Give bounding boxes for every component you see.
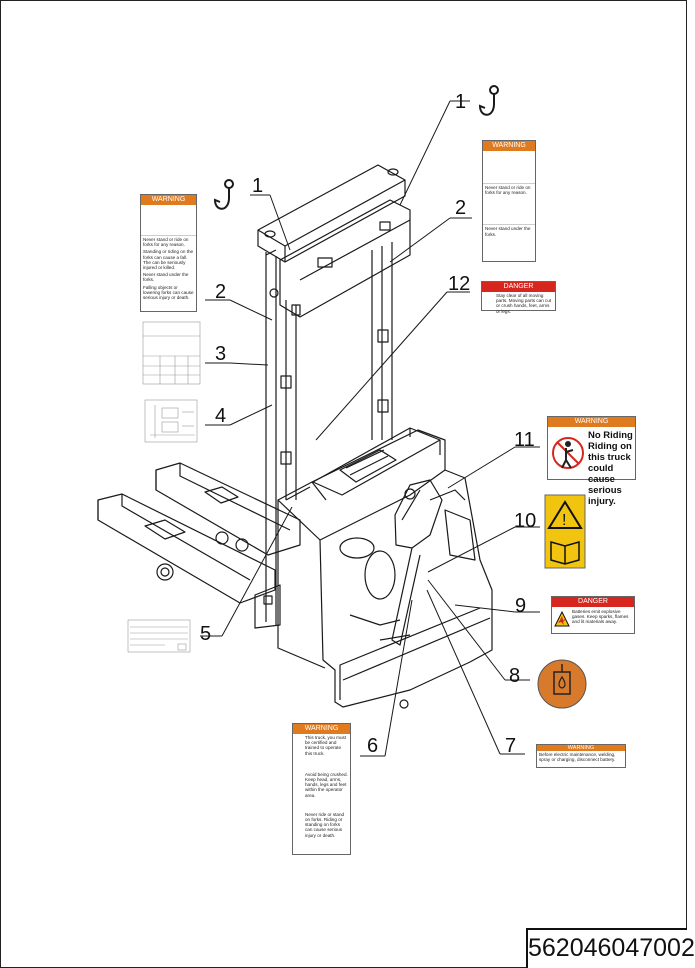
danger-decal-battery: DANGER Batteries emit explosive gases. K… bbox=[551, 596, 635, 634]
callout-9: 9 bbox=[515, 595, 526, 617]
warning-header: WARNING bbox=[293, 724, 350, 734]
warning-text: Standing or riding on the forks can caus… bbox=[143, 249, 194, 271]
callout-3: 3 bbox=[215, 343, 226, 365]
battery-cover bbox=[312, 427, 441, 496]
fork-right bbox=[155, 462, 301, 556]
part-number: 562046047002 bbox=[526, 928, 695, 968]
warning-text: Never ride or stand on forks. Riding or … bbox=[305, 811, 345, 838]
warning-text: Falling objects or lowering forks can ca… bbox=[143, 284, 194, 301]
warning-header: WARNING bbox=[141, 195, 196, 205]
warning-decal-no-riding: WARNING No Riding Riding on this truck c… bbox=[547, 416, 636, 507]
callout-11: 11 bbox=[514, 429, 535, 451]
warning-text: This truck, you must be certified and tr… bbox=[305, 735, 347, 756]
fork-left bbox=[97, 493, 276, 604]
warning-text: Never stand under the forks. bbox=[143, 272, 189, 283]
warning-text: Avoid being crushed. Keep head, arms, ha… bbox=[305, 771, 348, 798]
warning-header: WARNING bbox=[537, 745, 625, 751]
callout-5: 5 bbox=[200, 623, 211, 645]
callout-1-left: 1 bbox=[252, 175, 263, 197]
callout-7: 7 bbox=[505, 735, 516, 757]
tiller-handle bbox=[391, 479, 466, 646]
lifting-hook-icon bbox=[478, 85, 499, 116]
callout-2-left: 2 bbox=[215, 281, 226, 303]
mast-top-crossbar bbox=[257, 164, 406, 263]
mast-carriage bbox=[269, 199, 411, 318]
warning-header: WARNING bbox=[548, 417, 635, 427]
danger-header: DANGER bbox=[552, 597, 634, 607]
callout-2-right: 2 bbox=[455, 197, 466, 219]
no-riding-forks-pictogram bbox=[141, 205, 196, 236]
caution-manual-decal: ! bbox=[544, 494, 586, 569]
callout-6: 6 bbox=[367, 735, 378, 757]
explosion-icon bbox=[554, 610, 570, 627]
callout-10: 10 bbox=[514, 510, 536, 532]
load-chart-decal bbox=[144, 399, 198, 443]
capacity-chart-decal bbox=[142, 321, 201, 385]
oil-fill-decal bbox=[537, 659, 587, 709]
callout-8: 8 bbox=[509, 665, 520, 687]
svg-text:!: ! bbox=[562, 512, 566, 529]
warning-text: Never stand or ride on forks for any rea… bbox=[143, 237, 189, 248]
fork-carriage bbox=[254, 584, 281, 629]
warning-decal-forks-left: WARNING Never stand or ride on forks for… bbox=[140, 194, 197, 312]
danger-decal-moving-parts: DANGER Stay clear of all moving parts. M… bbox=[481, 281, 556, 314]
stand-under-forks-pictogram bbox=[483, 196, 535, 226]
warning-text: Before electric maintenance, welding, sp… bbox=[539, 752, 616, 763]
callout-4: 4 bbox=[215, 405, 226, 427]
warning-decal-operator: WARNING This truck, you must be certifie… bbox=[292, 723, 351, 855]
side-panel bbox=[339, 509, 476, 709]
danger-header: DANGER bbox=[482, 282, 555, 292]
nameplate-decal bbox=[127, 619, 191, 653]
chassis-body bbox=[277, 429, 493, 708]
warning-text: Never stand or ride on forks for any rea… bbox=[485, 185, 531, 196]
danger-text: Batteries emit explosive gases. Keep spa… bbox=[572, 609, 629, 625]
warning-text: Never stand under the forks. bbox=[485, 226, 531, 237]
warning-decal-forks-right: WARNING Never stand or ride on forks for… bbox=[482, 140, 536, 262]
warning-triangle-icon bbox=[547, 500, 583, 529]
no-riding-icon bbox=[552, 437, 584, 469]
no-riding-forks-pictogram bbox=[483, 151, 535, 184]
warning-decal-charging: WARNING Before electric maintenance, wel… bbox=[536, 744, 626, 768]
warning-text: No Riding Riding on this truck could cau… bbox=[588, 430, 633, 507]
danger-text: Stay clear of all moving parts. Moving p… bbox=[496, 293, 552, 314]
warning-header: WARNING bbox=[483, 141, 535, 151]
lifting-hook-icon bbox=[213, 179, 234, 210]
callout-12: 12 bbox=[448, 273, 470, 295]
mast-uprights bbox=[265, 242, 393, 626]
callout-numbers: 1 1 2 2 3 4 5 6 7 8 9 10 11 12 bbox=[200, 91, 536, 757]
leader-lines bbox=[200, 100, 540, 757]
callout-1-top: 1 bbox=[455, 91, 466, 113]
